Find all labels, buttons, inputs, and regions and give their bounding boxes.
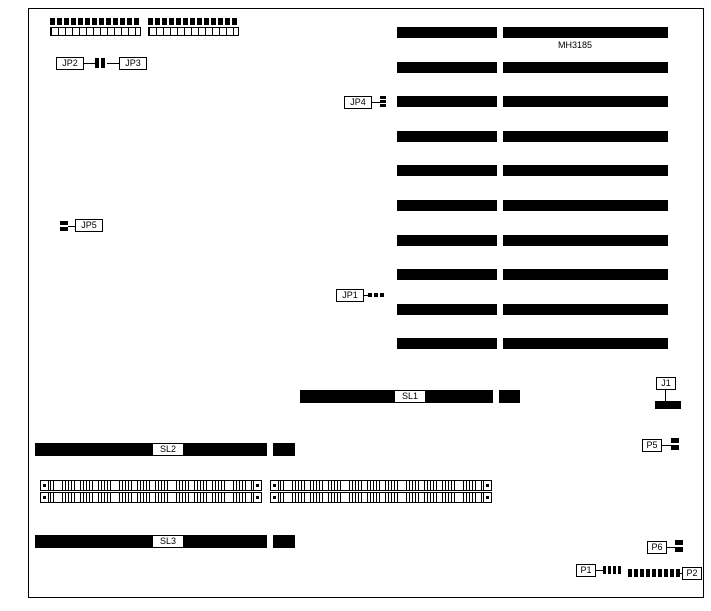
jumper-jp1-block — [368, 293, 372, 297]
leader-line — [665, 390, 666, 401]
simm-latch — [41, 493, 49, 502]
connector-p2-label: P2 — [682, 567, 702, 580]
jumper-jp3-label: JP3 — [119, 57, 147, 70]
jumper-jp1-block — [374, 293, 378, 297]
slot-sl2-label: SL2 — [153, 444, 183, 455]
simm-latch — [483, 493, 491, 502]
connector-p5-label: P5 — [642, 439, 662, 452]
jumper-jp5-block — [60, 227, 68, 231]
slot-segment — [397, 200, 497, 211]
slot-segment — [397, 165, 497, 176]
pin-header-pins — [148, 18, 239, 25]
expansion-slot — [397, 269, 668, 280]
leader-line — [84, 63, 95, 64]
connector-p6-label: P6 — [647, 541, 667, 554]
simm-latch — [253, 481, 261, 490]
simm-socket-row — [270, 480, 492, 491]
jumper-p5-block — [671, 445, 679, 450]
simm-latch — [41, 481, 49, 490]
slot-segment — [397, 338, 497, 349]
jumper-jp2-jp3-block — [95, 58, 99, 68]
leader-line — [667, 547, 675, 548]
slot-segment — [397, 62, 497, 73]
connector-p1-pins — [603, 566, 621, 574]
expansion-slot — [397, 200, 668, 211]
jumper-jp4-label: JP4 — [344, 96, 372, 109]
jumper-p6-block — [675, 547, 683, 552]
expansion-slot — [397, 62, 668, 73]
slot-sl2: SL2 — [35, 443, 295, 456]
slot-segment — [503, 62, 668, 73]
simm-latch — [483, 481, 491, 490]
jumper-jp5-block — [60, 221, 68, 225]
leader-line — [662, 445, 671, 446]
slot-notch — [267, 535, 273, 548]
jumper-jp4-block — [380, 100, 386, 103]
part-number-text: MH3185 — [558, 40, 593, 50]
slot-segment — [503, 269, 668, 280]
simm-latch — [253, 493, 261, 502]
slot-sl3-label: SL3 — [153, 536, 183, 547]
connector-j1-pad — [655, 401, 681, 409]
pin-header-sockets — [148, 27, 239, 36]
slot-segment — [503, 338, 668, 349]
connector-j1-label: J1 — [656, 377, 676, 390]
jumper-p6-block — [675, 540, 683, 545]
simm-latch — [271, 481, 279, 490]
jumper-jp5-label: JP5 — [75, 219, 103, 232]
slot-segment — [503, 304, 668, 315]
connector-p1-label: P1 — [576, 564, 596, 577]
expansion-slot — [397, 304, 668, 315]
expansion-slot — [397, 131, 668, 142]
expansion-slot — [397, 235, 668, 246]
expansion-slot — [397, 338, 668, 349]
leader-line — [107, 63, 119, 64]
slot-notch — [267, 443, 273, 456]
jumper-jp1-label: JP1 — [336, 289, 364, 302]
leader-line — [68, 226, 75, 227]
slot-sl1-label: SL1 — [395, 391, 425, 402]
leader-line — [596, 570, 603, 571]
slot-segment — [503, 27, 668, 38]
slot-segment — [503, 96, 668, 107]
slot-segment — [397, 131, 497, 142]
simm-socket-row — [40, 480, 262, 491]
slot-segment — [503, 235, 668, 246]
board-outline — [28, 8, 704, 598]
pin-header-pins — [50, 18, 141, 25]
pin-header-sockets — [50, 27, 141, 36]
slot-sl1: SL1 — [300, 390, 520, 403]
slot-segment — [503, 131, 668, 142]
leader-line — [364, 295, 368, 296]
simm-socket-row — [270, 492, 492, 503]
connector-p2-pins — [628, 569, 680, 577]
jumper-jp4-block — [380, 96, 386, 99]
jumper-jp2-label: JP2 — [56, 57, 84, 70]
slot-sl3: SL3 — [35, 535, 295, 548]
slot-notch — [493, 390, 499, 403]
jumper-jp4-block — [380, 104, 386, 107]
slot-segment — [397, 96, 497, 107]
slot-segment — [503, 200, 668, 211]
expansion-slot — [397, 27, 668, 38]
simm-socket-row — [40, 492, 262, 503]
jumper-p5-block — [671, 438, 679, 443]
slot-segment — [397, 235, 497, 246]
jumper-jp2-jp3-block — [101, 58, 105, 68]
slot-segment — [503, 165, 668, 176]
leader-line — [372, 102, 380, 103]
slot-segment — [397, 269, 497, 280]
slot-segment — [397, 27, 497, 38]
slot-segment — [397, 304, 497, 315]
jumper-jp1-block — [380, 293, 384, 297]
pin-header-block — [148, 18, 239, 37]
simm-latch — [271, 493, 279, 502]
pin-header-block — [50, 18, 141, 37]
expansion-slot — [397, 165, 668, 176]
leader-line — [680, 573, 682, 574]
expansion-slot — [397, 96, 668, 107]
